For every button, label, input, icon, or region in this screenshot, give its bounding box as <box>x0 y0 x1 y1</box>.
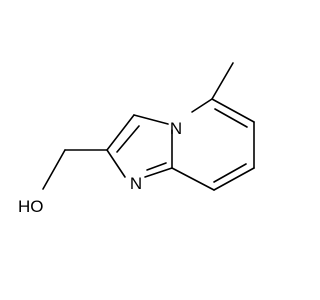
label-ho: HO <box>18 197 44 216</box>
label-n-bridgehead: N <box>170 119 182 138</box>
bond-ring5-d <box>144 167 173 178</box>
bonds <box>42 62 255 191</box>
bond-ring5-c <box>106 149 126 178</box>
bond-ring6-e <box>171 167 215 191</box>
bond-ring6-d-double <box>213 163 247 183</box>
bond-ring6-b <box>211 98 255 123</box>
molecule-structure: HO N N <box>18 62 255 216</box>
bond-ring6-a <box>191 98 213 113</box>
bond-ring6-d <box>213 167 255 191</box>
bond-co <box>42 149 66 190</box>
bond-ring5-b-double <box>116 125 140 153</box>
bond-ring5-a <box>133 114 169 125</box>
bond-ring6-b-double <box>214 108 248 128</box>
atom-labels: HO N N <box>18 119 182 216</box>
bond-ring5-d-double <box>146 162 167 171</box>
bond-methyl <box>211 62 234 100</box>
label-n-ring: N <box>130 174 142 193</box>
bond-ring5-b <box>106 114 135 151</box>
